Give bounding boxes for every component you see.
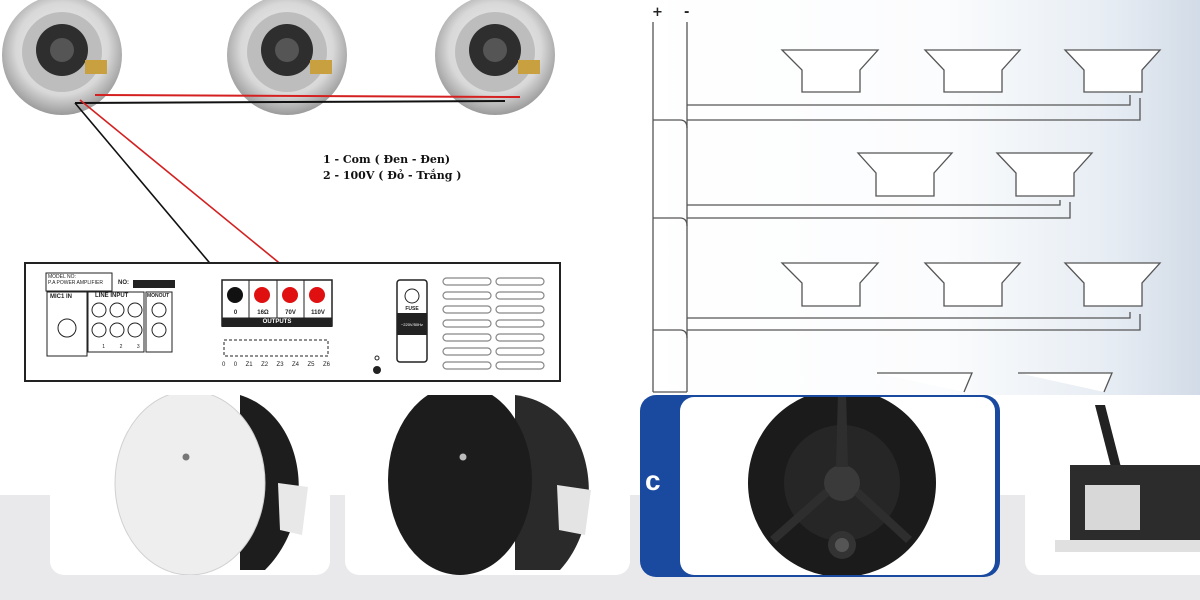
schematic-speakers <box>780 49 1162 393</box>
input-numbers: 1 2 3 <box>102 344 140 350</box>
terminal-16 <box>254 287 270 303</box>
zone-labels: 0 0 Z1 Z2 Z3 Z4 Z5 Z6 <box>222 362 330 368</box>
amplifier-panel <box>24 262 561 382</box>
mic-in-label: MIC1 IN <box>50 294 73 300</box>
voltage-label: ~220V/50Hz <box>400 322 424 327</box>
legend-line-com: 1 - Com ( Đen - Đen) <box>323 153 451 166</box>
line-input-label: LINE INPUT <box>95 293 129 299</box>
bus-minus-label: - <box>684 5 690 20</box>
terminal-0 <box>227 287 243 303</box>
schematic-svg <box>652 22 1162 393</box>
ceiling-speaker-2 <box>227 0 347 115</box>
terminal-110v <box>309 287 325 303</box>
product-backbox <box>1025 395 1200 575</box>
product-black-speaker <box>345 395 630 575</box>
outputs-label: OUTPUTS <box>262 319 292 325</box>
speaker-schematic: + - <box>630 0 1200 400</box>
bus-plus-label: + <box>652 5 663 20</box>
product-gallery: C n c <box>0 395 1200 600</box>
wiring-diagram-svg <box>2 0 561 382</box>
wiring-legend: 1 - Com ( Đen - Đen) 2 - 100V ( Đỏ - Trắ… <box>323 152 461 184</box>
ceiling-speaker-3 <box>435 0 555 115</box>
amp-no-label: NO: <box>118 280 129 286</box>
wiring-diagram: 1 - Com ( Đen - Đen) 2 - 100V ( Đỏ - Trắ… <box>0 0 630 400</box>
terminal-labels: 0 16Ω 70V 110V <box>233 310 325 316</box>
product-driver-speaker <box>680 397 995 575</box>
amp-model-label: MODEL NO: P.A POWER AMPLIFIER <box>48 274 103 286</box>
legend-line-100v: 2 - 100V ( Đỏ - Trắng ) <box>323 169 462 182</box>
watermark-fragment-3: c <box>645 465 661 496</box>
monout-label: MONOUT <box>147 293 170 299</box>
ceiling-speaker-1 <box>2 0 122 115</box>
speaker-wires <box>74 94 521 294</box>
product-white-speaker <box>50 395 330 575</box>
fuse-label: FUSE <box>405 306 419 312</box>
terminal-70v <box>282 287 298 303</box>
